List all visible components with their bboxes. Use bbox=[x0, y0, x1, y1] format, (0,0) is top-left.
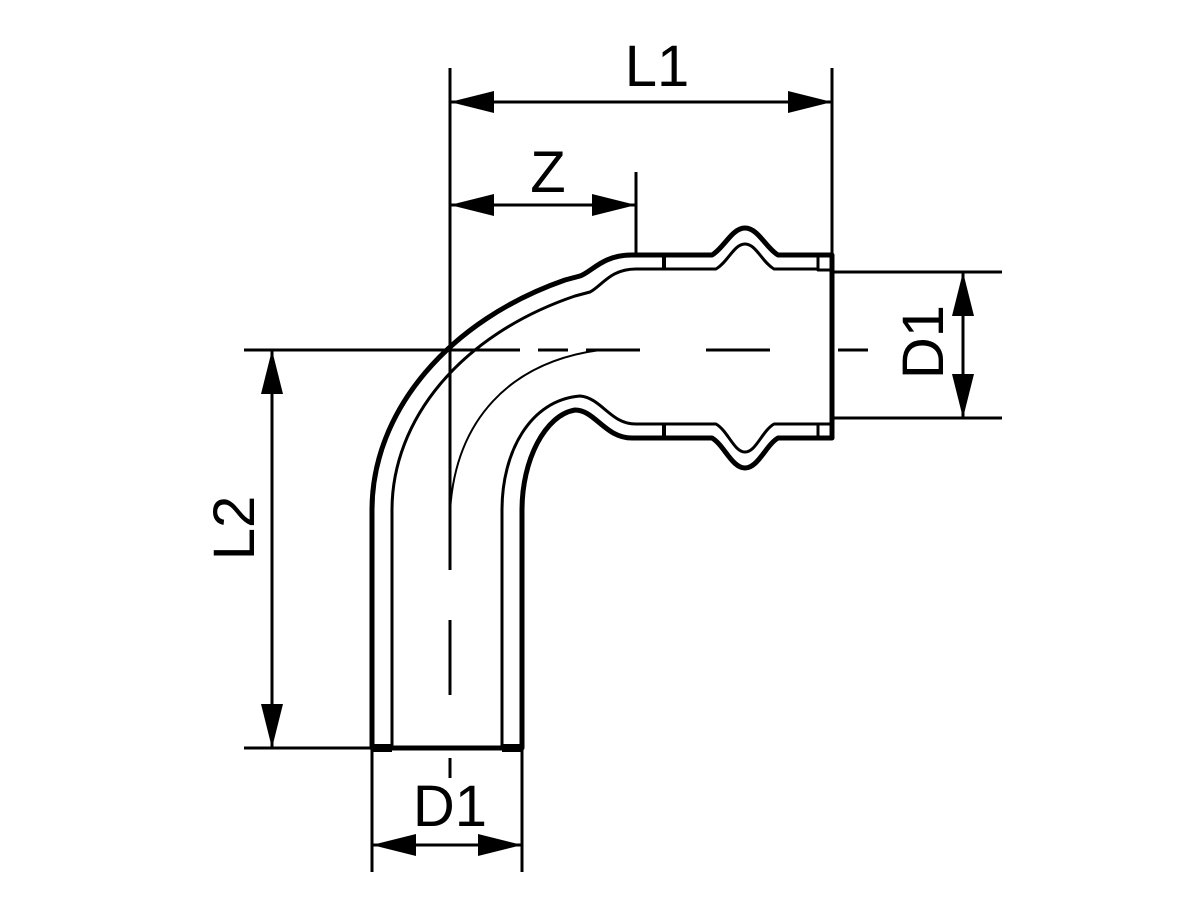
right-end-ring-top bbox=[816, 254, 834, 272]
label-d1-bottom: D1 bbox=[413, 774, 487, 839]
arrow-l1-left bbox=[450, 91, 494, 113]
arrow-d1-left bbox=[372, 834, 416, 856]
arrow-z-right bbox=[592, 194, 636, 216]
arrow-l2-top bbox=[261, 350, 283, 394]
arrow-z-left bbox=[450, 194, 494, 216]
arrow-l2-bottom bbox=[261, 704, 283, 748]
arrow-d1-bottom bbox=[952, 374, 974, 418]
arrow-d1-right bbox=[478, 834, 522, 856]
arrowheads bbox=[261, 91, 974, 856]
outer-wall-outer bbox=[369, 225, 835, 751]
arrow-l1-right bbox=[788, 91, 832, 113]
right-end-ring-bottom bbox=[816, 422, 834, 440]
center-lines bbox=[244, 348, 868, 778]
label-z: Z bbox=[530, 140, 565, 205]
fitting-body bbox=[369, 225, 835, 752]
outer-wall-inner bbox=[390, 242, 818, 748]
extension-lines bbox=[244, 68, 1002, 872]
label-l1: L1 bbox=[625, 34, 690, 99]
bend-arc bbox=[449, 349, 601, 513]
arrow-d1-top bbox=[952, 272, 974, 316]
label-d1-right: D1 bbox=[891, 305, 956, 379]
label-l2: L2 bbox=[202, 496, 267, 561]
